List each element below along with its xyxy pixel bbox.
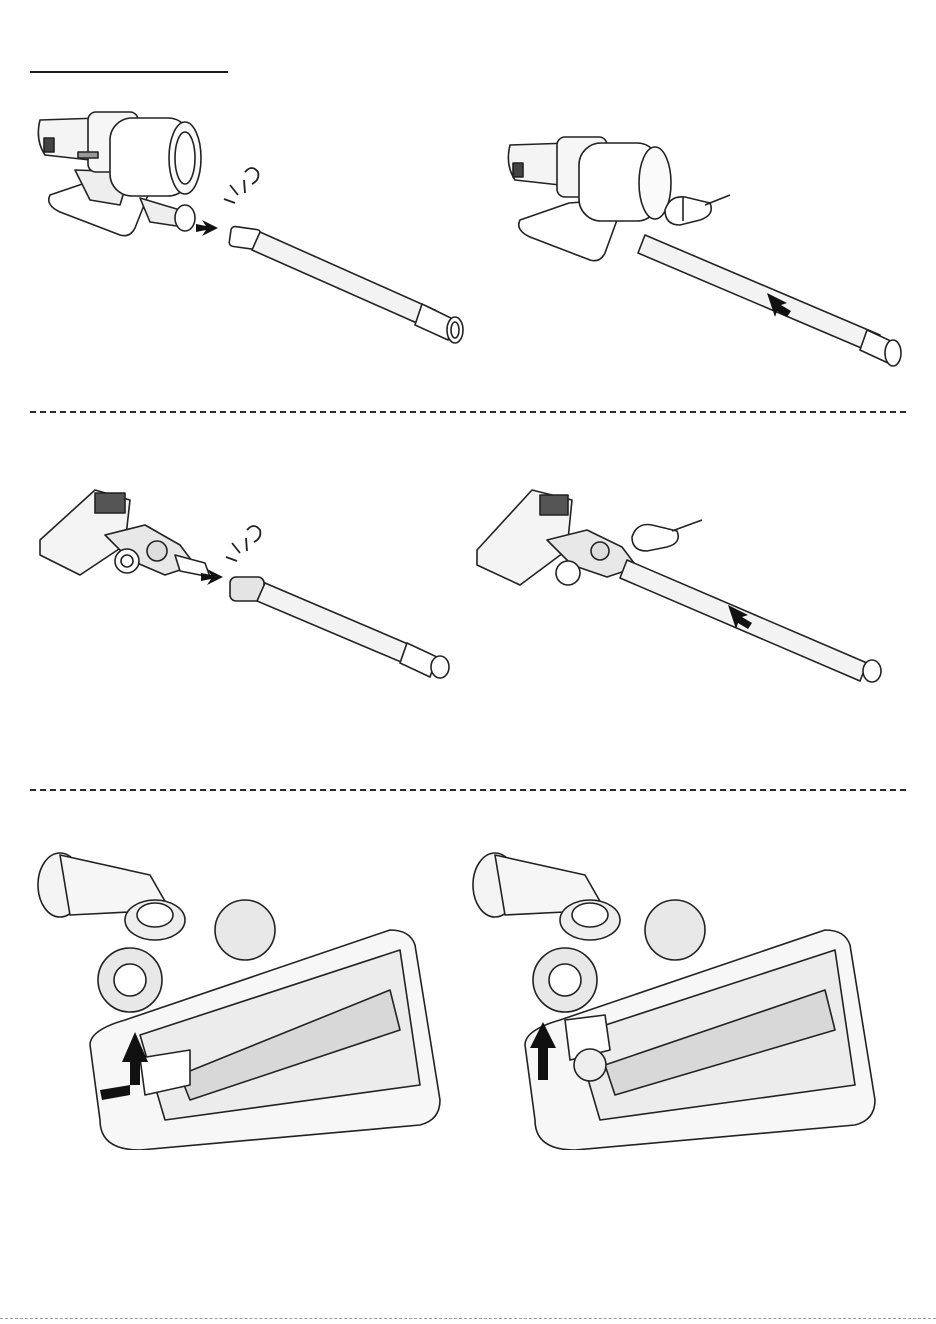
finger-press-icon [665,195,730,225]
push-arrow-icon [196,220,218,236]
click-sound-icon [226,526,260,561]
page-bottom-edge [0,1318,936,1319]
figure-brushhead-lift-latch [30,850,470,1150]
handheld-insert-svg [30,100,480,360]
section-divider-2 [30,789,906,791]
brushhead-latch-svg [30,850,470,1150]
floorhead-insert-svg [35,485,465,685]
section-divider-1 [30,411,906,413]
finger-press-icon [632,520,702,551]
tube-body [638,235,880,353]
figure-floorhead-pull-tube [472,485,892,685]
figure-handheld-insert-tube [30,100,480,360]
handheld-pull-svg [505,125,905,375]
brushhead-remove-svg [465,850,905,1150]
tube-body [252,232,435,328]
figure-brushhead-remove-cover [465,850,905,1150]
figure-handheld-pull-tube [505,125,905,375]
floorhead-pull-svg [472,485,892,685]
outlet-ring [175,205,195,231]
section-title-underline [30,71,228,73]
figure-floorhead-insert-tube [35,485,465,685]
click-sound-icon [224,168,258,203]
